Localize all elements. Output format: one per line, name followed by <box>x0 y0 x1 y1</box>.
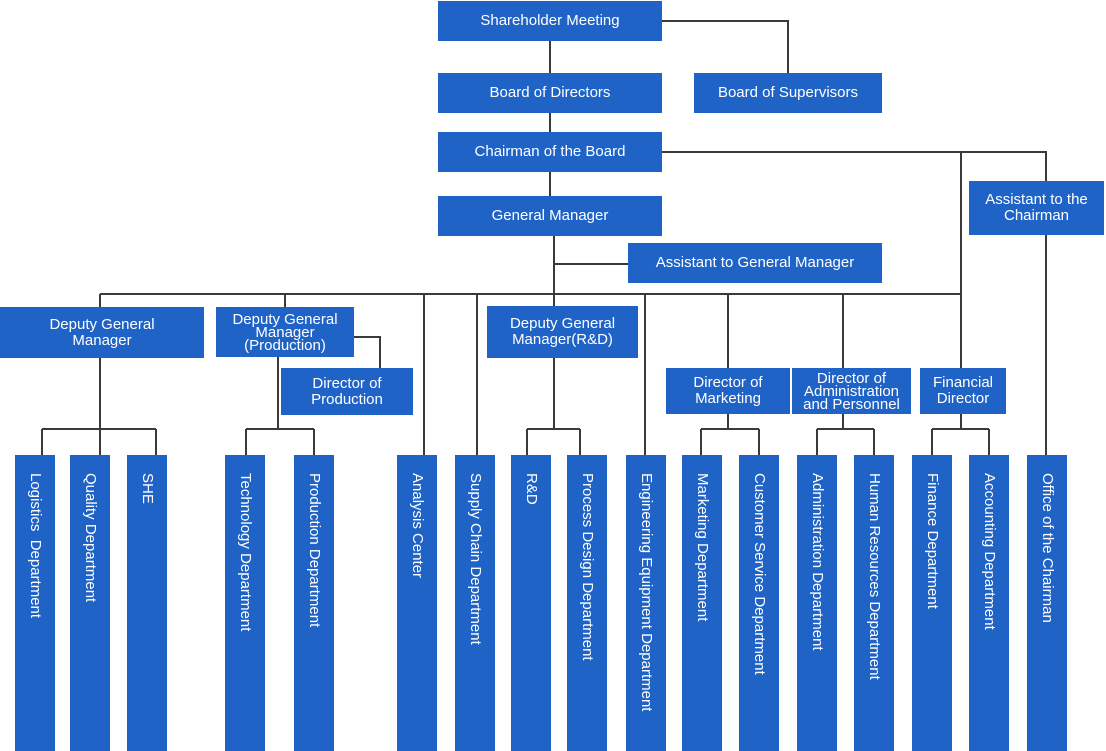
process-design-department-box: Process Design Department <box>567 455 607 751</box>
assistant-gm-box: Assistant to General Manager <box>628 243 882 283</box>
office-of-the-chairman-box: Office of the Chairman <box>1027 455 1067 751</box>
she-department-box: SHE <box>127 455 167 751</box>
finance-department-box: Finance Department <box>912 455 952 751</box>
customer-service-department-label: Customer Service Department <box>751 473 768 675</box>
director-admin-label: Director of Administration and Personnel <box>803 369 900 413</box>
general-manager-label: General Manager <box>491 207 609 224</box>
chairman-label: Chairman of the Board <box>474 143 626 160</box>
director-admin-box: Director of Administration and Personnel <box>792 368 911 414</box>
general-manager-box: General Manager <box>438 196 662 236</box>
director-production-label: Director of Production <box>311 374 383 408</box>
analysis-center-box: Analysis Center <box>397 455 437 751</box>
shareholder-meeting-box: Shareholder Meeting <box>438 1 662 41</box>
director-marketing-label: Director of Marketing <box>693 374 763 407</box>
accounting-department-box: Accounting Department <box>969 455 1009 751</box>
engineering-equipment-department-box: Engineering Equipment Department <box>626 455 666 751</box>
rd-department-box: R&D <box>511 455 551 751</box>
office-of-the-chairman-label: Office of the Chairman <box>1039 473 1056 623</box>
deputy-gm-rd-box: Deputy General Manager(R&D) <box>487 306 638 358</box>
director-production-box: Director of Production <box>281 368 413 415</box>
marketing-department-label: Marketing Department <box>694 473 711 622</box>
board-of-directors-box: Board of Directors <box>438 73 662 113</box>
assistant-gm-label: Assistant to General Manager <box>655 254 855 271</box>
production-department-box: Production Department <box>294 455 334 751</box>
logistics-department-box: Logistics Department <box>15 455 55 751</box>
chairman-box: Chairman of the Board <box>438 132 662 172</box>
technology-department-label: Technology Department <box>237 473 254 632</box>
board-of-directors-label: Board of Directors <box>489 84 611 101</box>
human-resources-department-label: Human Resources Department <box>866 473 883 680</box>
engineering-equipment-department-label: Engineering Equipment Department <box>638 473 655 712</box>
finance-department-label: Finance Department <box>924 473 941 609</box>
deputy-gm-label: Deputy General Manager <box>49 315 155 349</box>
financial-director-label: Financial Director <box>932 374 994 407</box>
administration-department-box: Administration Department <box>797 455 837 751</box>
human-resources-department-box: Human Resources Department <box>854 455 894 751</box>
rd-department-label: R&D <box>523 473 540 505</box>
accounting-department-label: Accounting Department <box>981 473 998 630</box>
technology-department-box: Technology Department <box>225 455 265 751</box>
production-department-label: Production Department <box>306 473 323 628</box>
administration-department-label: Administration Department <box>809 473 826 651</box>
she-department-label: SHE <box>139 473 156 504</box>
board-of-supervisors-label: Board of Supervisors <box>717 84 859 101</box>
board-of-supervisors-box: Board of Supervisors <box>694 73 882 113</box>
deputy-gm-rd-label: Deputy General Manager(R&D) <box>509 315 616 348</box>
quality-department-label: Quality Department <box>82 473 99 603</box>
supply-chain-department-box: Supply Chain Department <box>455 455 495 751</box>
financial-director-box: Financial Director <box>920 368 1006 414</box>
assistant-chairman-label: Assistant to the Chairman <box>985 191 1088 224</box>
deputy-gm-box: Deputy General Manager <box>0 307 204 358</box>
process-design-department-label: Process Design Department <box>579 473 596 661</box>
supply-chain-department-label: Supply Chain Department <box>467 473 484 645</box>
assistant-chairman-box: Assistant to the Chairman <box>969 181 1104 235</box>
logistics-department-label: Logistics Department <box>27 473 44 619</box>
customer-service-department-box: Customer Service Department <box>739 455 779 751</box>
analysis-center-label: Analysis Center <box>409 473 426 579</box>
shareholder-meeting-label: Shareholder Meeting <box>480 12 620 29</box>
director-marketing-box: Director of Marketing <box>666 368 790 414</box>
marketing-department-box: Marketing Department <box>682 455 722 751</box>
deputy-gm-production-label: Deputy General Manager (Production) <box>232 310 338 354</box>
quality-department-box: Quality Department <box>70 455 110 751</box>
deputy-gm-production-box: Deputy General Manager (Production) <box>216 307 354 357</box>
